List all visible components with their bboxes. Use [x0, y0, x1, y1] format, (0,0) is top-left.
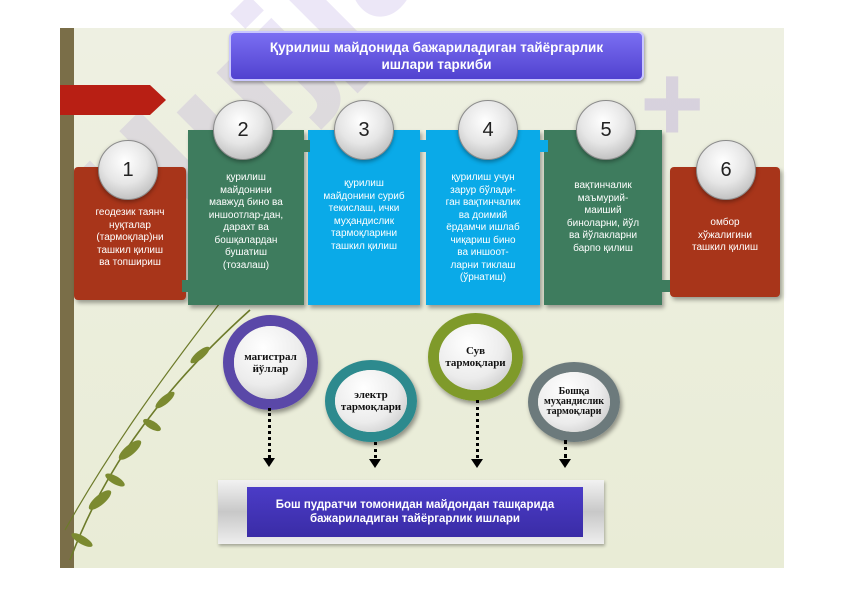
step-3-line: қурилиш — [344, 178, 384, 189]
network-label: магистрал йўллар — [244, 350, 297, 375]
arrow-down-icon — [471, 459, 483, 468]
step-1-line: нуқталар — [109, 219, 151, 231]
step-2-line: мавжуд бино ва — [209, 197, 283, 208]
step-4-line: ва доимий — [458, 209, 508, 221]
step-1-line: геодезик таянч — [95, 207, 165, 218]
step-4-line: қурилиш учун — [451, 172, 515, 183]
arrow-down-icon — [559, 459, 571, 468]
step-1-line: (тармоқлар)ни — [96, 232, 164, 243]
step-5-line: маиший — [584, 205, 622, 216]
ring-center: электр тармоқлари — [335, 370, 407, 432]
step-4-line: ган вақтинчалик — [445, 197, 521, 208]
step-6-line: омбор — [710, 217, 740, 228]
dotted-connector — [476, 400, 479, 458]
diagram-title: Қурилиш майдонида бажариладиган тайёргар… — [229, 31, 644, 81]
step-3-line: майдонини суриб — [323, 190, 405, 202]
vine-decoration — [64, 289, 251, 561]
card-connector — [302, 140, 310, 152]
step-2-line: майдонини — [220, 184, 272, 196]
arrow-down-icon — [369, 459, 381, 468]
step-card-2: қурилиш майдонини мавжуд бино ва иншоотл… — [188, 130, 304, 305]
ring-center: Бошқа муҳандислик тармоқлари — [538, 372, 610, 432]
step-4-line: чиқариш бино — [450, 234, 516, 246]
step-2-line: (тозалаш) — [222, 259, 270, 271]
step-number-4: 4 — [458, 100, 518, 160]
ring-center: магистрал йўллар — [234, 326, 307, 399]
network-label: Бошқа муҳандислик тармоқлари — [544, 386, 604, 417]
step-3-line: тармоқларини — [330, 228, 398, 239]
left-decor-bar — [60, 28, 74, 568]
step-number-5: 5 — [576, 100, 636, 160]
network-label: Сув тармоқлари — [445, 345, 506, 369]
step-4-line: ларни тиклаш — [450, 259, 516, 271]
dotted-connector — [268, 408, 271, 458]
step-3-line: текислаш, ички — [328, 203, 400, 214]
step-number-6: 6 — [696, 140, 756, 200]
step-5-line: ва йўлакларни — [568, 230, 638, 241]
card-connector — [662, 280, 670, 292]
step-number-2: 2 — [213, 100, 273, 160]
step-1-line: ва топшириш — [99, 257, 161, 268]
bottom-summary-box: Бош пудратчи томонидан майдондан ташқари… — [247, 487, 583, 537]
step-6-line: хўжалигини — [697, 229, 752, 241]
ring-center: Сув тармоқлари — [439, 324, 512, 390]
step-3-line: муҳандислик — [333, 215, 395, 227]
card-connector — [540, 140, 548, 152]
step-4-line: зарур бўлади- — [450, 184, 516, 196]
step-card-6: омбор хўжалигини ташкил қилиш — [670, 167, 780, 297]
step-2-line: бошқалардан — [214, 234, 278, 246]
dotted-connector — [374, 442, 377, 458]
dotted-connector — [564, 440, 567, 458]
network-ring-highways: магистрал йўллар — [223, 315, 318, 410]
card-connector — [420, 140, 428, 152]
arrow-down-icon — [263, 458, 275, 467]
step-4-line: ёрдамчи ишлаб — [446, 222, 520, 233]
step-2-line: иншоотлар-дан, — [208, 209, 284, 221]
step-6-line: ташкил қилиш — [691, 242, 759, 253]
step-4-line: ва иншоот- — [457, 247, 509, 258]
network-label: электр тармоқлари — [340, 389, 402, 413]
network-ring-electric: электр тармоқлари — [325, 360, 417, 442]
step-2-line: қурилиш — [226, 172, 266, 183]
step-3-line: ташкил қилиш — [330, 240, 398, 252]
step-5-line: маъмурий- — [577, 192, 629, 204]
step-2-line: дарахт ва — [223, 222, 269, 233]
step-5-line: вақтинчалик — [574, 180, 632, 191]
step-4-line: (ўрнатиш) — [459, 272, 507, 283]
step-number-3: 3 — [334, 100, 394, 160]
step-1-line: ташкил қилиш — [96, 244, 164, 256]
step-5-line: барпо қилиш — [573, 242, 633, 254]
step-number-1: 1 — [98, 140, 158, 200]
network-ring-other: Бошқа муҳандислик тармоқлари — [528, 362, 620, 442]
red-flag-arrow — [60, 85, 166, 115]
step-5-line: биноларни, йўл — [566, 217, 640, 229]
card-connector — [182, 280, 190, 292]
step-2-line: бушатиш — [224, 247, 268, 258]
network-ring-water: Сув тармоқлари — [428, 313, 523, 401]
